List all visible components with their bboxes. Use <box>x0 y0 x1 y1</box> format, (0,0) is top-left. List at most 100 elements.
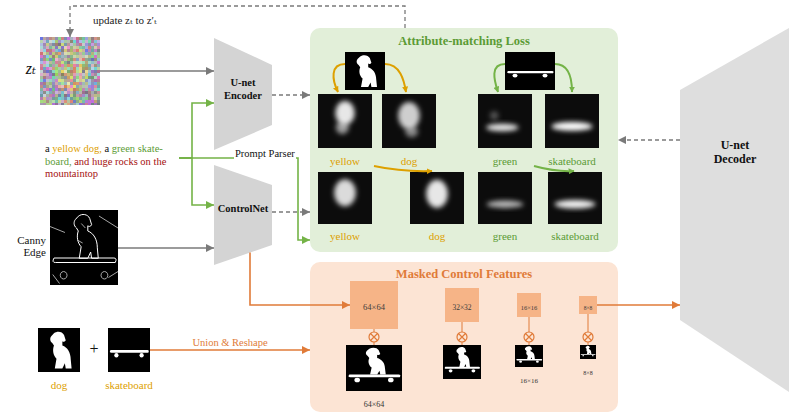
text-holder: dog <box>369 151 449 169</box>
noise-pixel <box>49 100 52 103</box>
noise-pixel <box>49 76 52 79</box>
board <box>110 350 149 353</box>
noise-pixel <box>88 91 91 94</box>
noise-pixel <box>58 52 61 55</box>
noise-pixel <box>88 88 91 91</box>
noise-pixel <box>55 100 58 103</box>
noise-pixel <box>79 64 82 67</box>
noise-pixel <box>85 43 88 46</box>
wheel <box>543 74 548 78</box>
connector <box>118 247 214 248</box>
attention-blob <box>335 101 354 125</box>
noise-pixel <box>49 85 52 88</box>
noise-pixel <box>67 64 70 67</box>
noise-pixel <box>40 82 43 85</box>
noise-pixel <box>61 73 64 76</box>
word-label: skateboard <box>548 155 596 168</box>
attention-map <box>318 94 372 148</box>
noise-pixel <box>61 82 64 85</box>
word-label: dog <box>401 155 418 168</box>
noise-pixel <box>55 52 58 55</box>
noise-pixel <box>46 97 49 100</box>
prompt-phrase: a <box>45 143 50 154</box>
word-label: + <box>89 340 98 358</box>
noise-pixel <box>76 91 79 94</box>
attention-blob <box>426 180 448 208</box>
noise-pixel <box>46 43 49 46</box>
noise-pixel <box>49 52 52 55</box>
noise-pixel <box>61 37 64 40</box>
noise-pixel <box>43 55 46 58</box>
noise-pixel <box>97 100 100 103</box>
noise-pixel <box>70 100 73 103</box>
noise-pixel <box>91 85 94 88</box>
noise-pixel <box>64 94 67 97</box>
noise-pixel <box>73 49 76 52</box>
noise-pixel <box>55 94 58 97</box>
noise-pixel <box>52 55 55 58</box>
text-holder: 16×16 <box>517 296 541 314</box>
noise-pixel <box>40 58 43 61</box>
noise-pixel <box>76 37 79 40</box>
noise-pixel <box>64 97 67 100</box>
noise-pixel <box>46 82 49 85</box>
noise-pixel <box>55 67 58 70</box>
noise-pixel <box>55 49 58 52</box>
noise-pixel <box>52 37 55 40</box>
mask-shape <box>507 71 553 77</box>
multiply-symbol <box>369 332 379 342</box>
wheel <box>472 369 476 372</box>
wheel <box>354 378 360 383</box>
noise-pixel <box>49 49 52 52</box>
text-holder: skateboard <box>532 151 612 169</box>
connector <box>100 70 214 71</box>
canny-image: Canny Edge <box>50 210 118 285</box>
map-ground <box>548 172 602 224</box>
noise-pixel <box>82 73 85 76</box>
noise-pixel <box>46 64 49 67</box>
noise-pixel <box>61 49 64 52</box>
noise-pixel <box>49 64 52 67</box>
noise-pixel <box>76 40 79 43</box>
noise-pixel <box>94 103 97 105</box>
text-holder: yellow <box>305 226 385 244</box>
text-holder: 64×64 <box>334 393 414 411</box>
noise-pixel <box>82 103 85 105</box>
controlnet-block: ControlNet <box>214 165 272 265</box>
noise-pixel <box>67 61 70 64</box>
noise-pixel <box>85 97 88 100</box>
noise-pixel <box>67 82 70 85</box>
decoder-block: U-net Decoder <box>680 28 789 392</box>
noise-pixel <box>76 100 79 103</box>
noise-pixel <box>70 37 73 40</box>
noise-pixel <box>88 61 91 64</box>
noise-pixel <box>82 85 85 88</box>
noise-pixel <box>70 67 73 70</box>
node-label: 32×32 <box>452 304 471 313</box>
noise-pixel <box>49 40 52 43</box>
noise-pixel <box>49 73 52 76</box>
noise-pixel <box>97 52 100 55</box>
noise-pixel <box>46 94 49 97</box>
noise-pixel <box>40 55 43 58</box>
noise-pixel <box>49 82 52 85</box>
noise-pixel <box>82 82 85 85</box>
noise-pixel <box>73 61 76 64</box>
noise-pixel <box>49 103 52 105</box>
noise-pixel <box>52 79 55 82</box>
noise-pixel <box>55 76 58 79</box>
noise-pixel <box>76 103 79 105</box>
mask-shape <box>50 332 71 369</box>
noise-pixel <box>58 43 61 46</box>
noise-pixel <box>82 67 85 70</box>
noise-pixel <box>79 58 82 61</box>
noise-pixel <box>73 43 76 46</box>
noise-pixel <box>76 97 79 100</box>
noise-pixel <box>52 82 55 85</box>
multiply-link <box>529 317 530 332</box>
noise-pixel <box>85 79 88 82</box>
noise-pixel <box>85 73 88 76</box>
noise-pixel <box>43 49 46 52</box>
noise-pixel <box>73 46 76 49</box>
noise-pixel <box>55 64 58 67</box>
